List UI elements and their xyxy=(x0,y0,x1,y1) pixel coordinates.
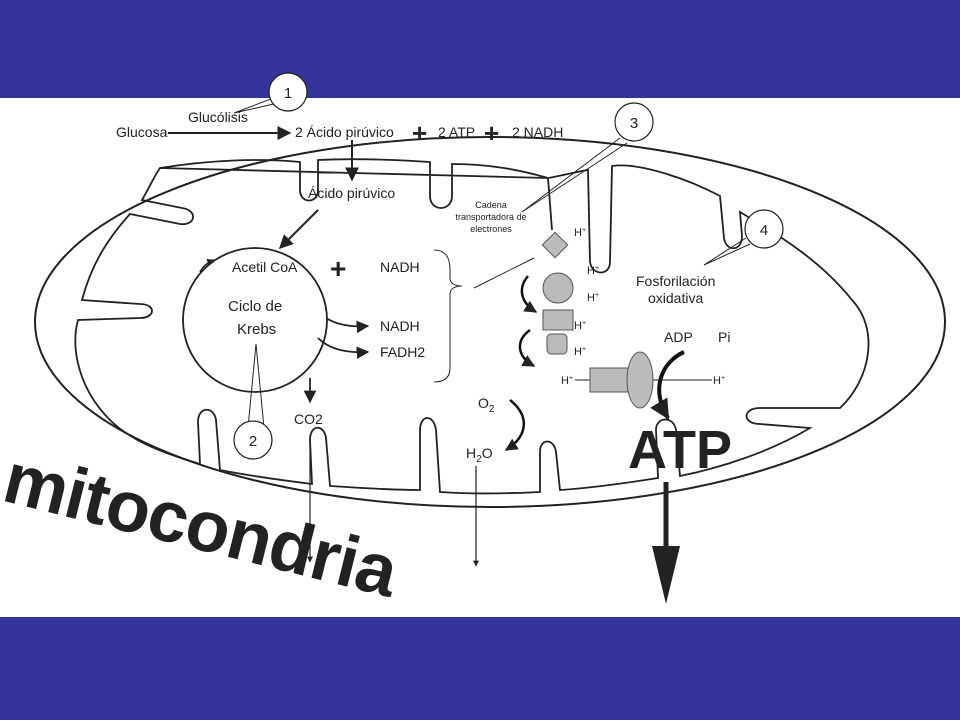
h-plus-5: H+ xyxy=(574,346,586,358)
atp-production-arrow xyxy=(650,350,685,420)
svg-text:H+: H+ xyxy=(574,320,586,332)
cadena-label-3: electrones xyxy=(470,224,512,234)
piruvico-label: 2 Ácido pirúvico xyxy=(295,124,394,140)
glucosa-label: Glucosa xyxy=(116,124,168,140)
to-acetil-arrow xyxy=(279,209,319,249)
svg-text:O2: O2 xyxy=(478,395,495,415)
svg-text:H+: H+ xyxy=(587,265,599,277)
title-mitocondria: mitocondria xyxy=(0,438,407,613)
electron-flow-arrow-2 xyxy=(518,328,536,368)
plus-3: + xyxy=(330,253,346,284)
atp-big-label: ATP xyxy=(628,420,732,480)
callout-1-pointer xyxy=(233,96,279,114)
h-plus-6: H+ xyxy=(561,375,573,387)
fadh2-label: FADH2 xyxy=(380,344,425,360)
svg-text:1: 1 xyxy=(284,85,292,102)
h-plus-7: H+ xyxy=(713,375,725,387)
h-plus-3: H+ xyxy=(587,292,599,304)
bottom-band xyxy=(0,617,960,720)
h-plus-4: H+ xyxy=(574,320,586,332)
svg-text:3: 3 xyxy=(630,115,638,132)
callout-4: 4 xyxy=(744,209,784,249)
complex-rect xyxy=(542,309,574,331)
callout-2: 2 xyxy=(233,420,273,460)
krebs-cycle-arrow xyxy=(199,259,215,273)
brace-pointer xyxy=(473,257,535,289)
callout-1: 1 xyxy=(268,72,308,112)
co2-label: CO2 xyxy=(294,411,323,427)
top-band xyxy=(0,0,960,98)
fosforilacion-label-2: oxidativa xyxy=(648,290,703,306)
cadena-label-2: transportadora de xyxy=(455,212,526,222)
ciclo-label-2: Krebs xyxy=(237,321,276,338)
svg-text:2: 2 xyxy=(249,433,257,450)
ciclo-label-1: Ciclo de xyxy=(228,298,282,315)
nadh-2-label: 2 NADH xyxy=(512,124,563,140)
svg-text:H+: H+ xyxy=(713,375,725,387)
svg-text:4: 4 xyxy=(760,222,768,239)
fosforilacion-label-1: Fosforilación xyxy=(636,273,715,289)
h-plus-1: H+ xyxy=(574,227,586,239)
atp-2-label: 2 ATP xyxy=(438,124,475,140)
nadh-top-label: NADH xyxy=(380,259,420,275)
h2o-label: H2O xyxy=(466,445,493,465)
pi-label: Pi xyxy=(718,329,730,345)
nadh-label: NADH xyxy=(380,318,420,334)
krebs-cycle-circle xyxy=(182,247,328,393)
complex-small xyxy=(546,333,568,355)
adp-label: ADP xyxy=(664,329,693,345)
callout-2-pointer xyxy=(247,343,265,429)
acido-piruvico-label: Ácido pirúvico xyxy=(308,185,395,201)
callout-4-pointer xyxy=(703,237,751,266)
nadh-arrow xyxy=(325,317,370,334)
brace xyxy=(433,249,463,383)
callout-3-pointer xyxy=(521,137,628,213)
o2-label: O2 xyxy=(478,395,495,415)
atp-out-arrowhead xyxy=(652,546,680,604)
atp-synthase-head xyxy=(626,351,654,409)
svg-text:H+: H+ xyxy=(574,346,586,358)
glucolisis-label: Glucólisis xyxy=(188,109,248,125)
svg-text:H2O: H2O xyxy=(466,445,493,465)
electron-flow-arrow-1 xyxy=(520,275,538,314)
o2-to-h2o-arrow xyxy=(504,399,526,452)
plus-1: + xyxy=(412,118,427,148)
inner-membrane xyxy=(74,158,870,495)
complex-diamond xyxy=(541,231,569,259)
svg-text:H+: H+ xyxy=(587,292,599,304)
h-plus-2: H+ xyxy=(587,265,599,277)
plus-2: + xyxy=(484,118,499,148)
outer-membrane xyxy=(34,136,946,508)
cadena-label-1: Cadena xyxy=(475,200,507,210)
acetil-coa-label: Acetil CoA xyxy=(232,259,298,275)
complex-circle xyxy=(542,272,574,304)
fadh2-arrow xyxy=(317,337,370,359)
svg-text:H+: H+ xyxy=(574,227,586,239)
svg-text:H+: H+ xyxy=(561,375,573,387)
callout-3: 3 xyxy=(614,102,654,142)
